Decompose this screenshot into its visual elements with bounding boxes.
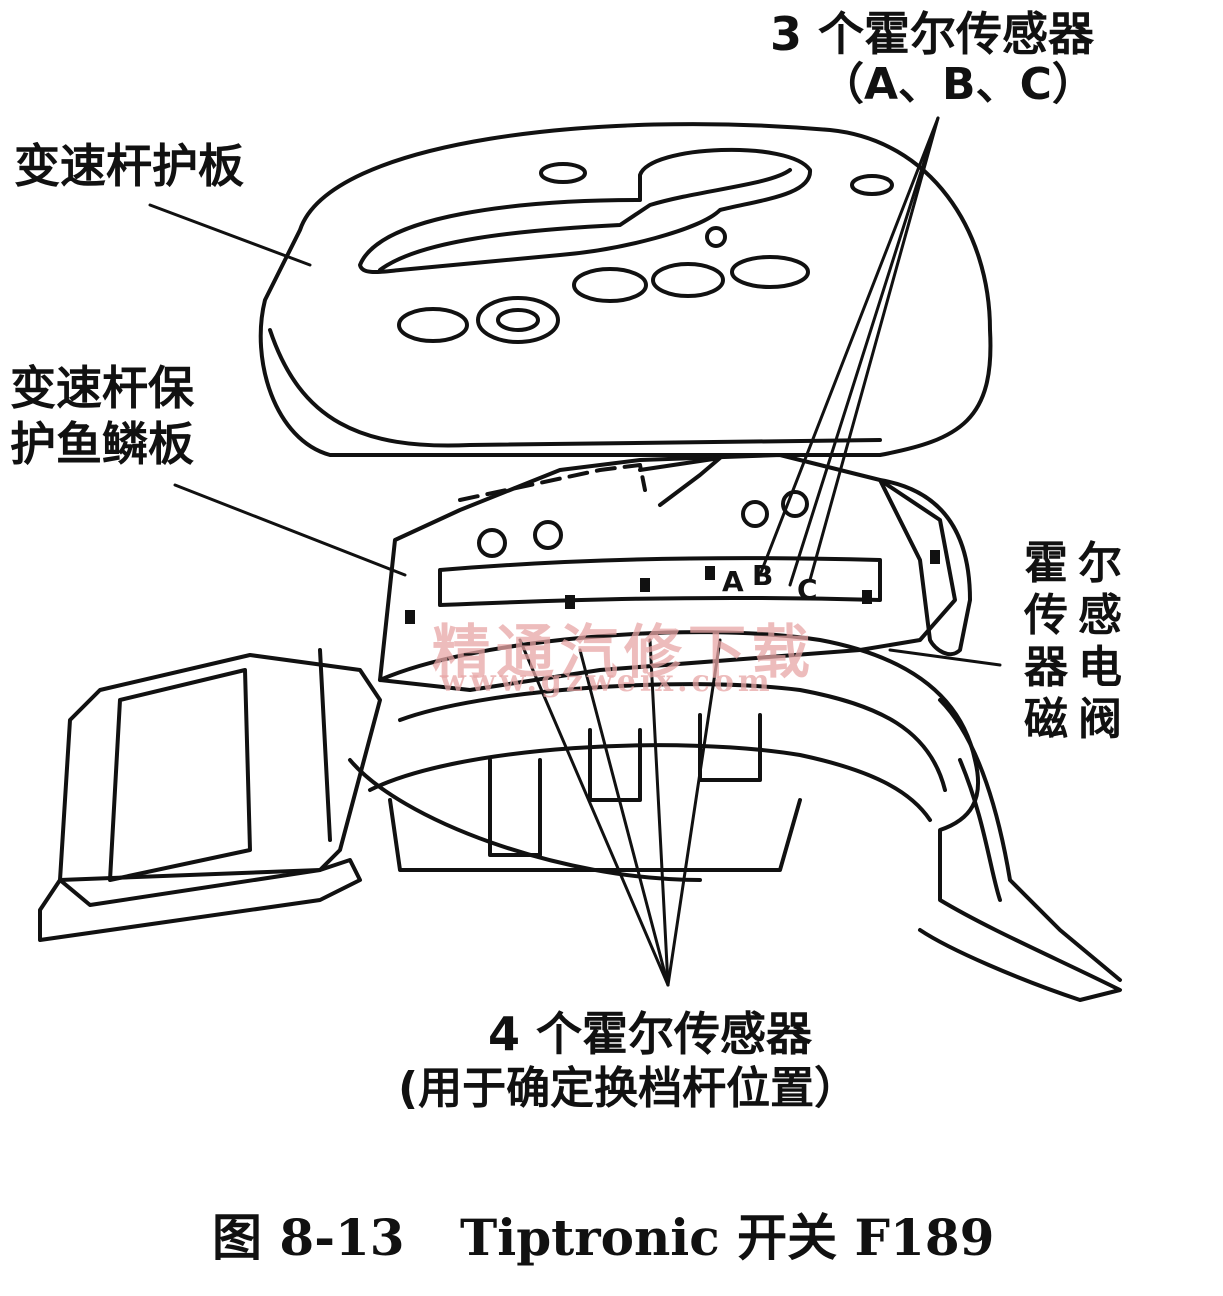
leader-hall4-2 xyxy=(578,648,670,987)
label-hall-solenoid-col1: 霍传器磁 xyxy=(1024,538,1068,745)
label-hall4-sub: (用于确定换档杆位置） xyxy=(398,1063,859,1114)
cover-plate-slot-inner xyxy=(378,168,792,272)
sensor-dot-1 xyxy=(405,610,415,624)
leader-hall4-4 xyxy=(666,638,722,987)
leader-hall3-c xyxy=(808,116,940,582)
leader-guard-plate xyxy=(173,483,407,577)
right-arm-inner xyxy=(958,758,1002,902)
label-hall3-title: 3 个霍尔传感器 xyxy=(770,7,1095,61)
guard-hole-3 xyxy=(741,500,769,528)
cover-plate-outline xyxy=(258,122,993,457)
watermark-url: www.gzweix.com xyxy=(440,664,774,699)
guard-slot xyxy=(438,556,882,607)
cover-hole-3 xyxy=(496,308,540,332)
cover-hole-8 xyxy=(850,174,894,196)
figure-title: Tiptronic 开关 F189 xyxy=(460,1208,995,1267)
guard-plate-outline xyxy=(378,453,957,692)
cover-hole-4 xyxy=(572,267,648,303)
left-housing xyxy=(58,653,382,907)
guard-plate-dash xyxy=(458,463,647,502)
cover-hole-6 xyxy=(730,255,810,289)
guard-hole-1 xyxy=(477,528,507,558)
sensor-label-c: C xyxy=(797,573,818,606)
sensor-dot-6 xyxy=(930,550,940,564)
left-housing-cable xyxy=(348,758,702,882)
base-curve-outer xyxy=(378,630,1122,1002)
left-housing-panel xyxy=(108,668,252,882)
cover-hole-7 xyxy=(539,162,587,184)
label-guard-line1: 变速杆保 xyxy=(10,361,194,415)
sensor-dot-2 xyxy=(565,595,575,609)
sensor-dot-3 xyxy=(640,578,650,592)
label-hall3-sub: （A、B、C） xyxy=(820,59,1096,110)
cover-hole-2 xyxy=(476,296,560,344)
label-cover-plate: 变速杆护板 xyxy=(14,139,244,193)
guard-hole-4 xyxy=(781,490,809,518)
base-lower xyxy=(388,798,802,872)
leader-hall3-a xyxy=(758,116,940,577)
right-bracket xyxy=(878,478,972,657)
cover-hole-9 xyxy=(705,226,727,248)
guard-hole-2 xyxy=(533,520,563,550)
leader-hall4-3 xyxy=(648,638,670,987)
label-hall-solenoid-col2: 尔感电阀 xyxy=(1078,538,1122,745)
base-box-2 xyxy=(588,728,642,802)
leader-hall4-1 xyxy=(518,638,670,987)
cover-plate-slot xyxy=(358,147,812,274)
cover-plate-edge xyxy=(268,328,882,448)
base-curve-mid xyxy=(368,743,932,822)
sensor-dot-5 xyxy=(862,590,872,604)
right-arm xyxy=(938,698,1122,982)
base-box-3 xyxy=(698,713,762,782)
label-guard-line2: 护鱼鳞板 xyxy=(10,417,194,471)
watermark-cn: 精通汽修下载 xyxy=(432,618,817,686)
sensor-label-a: A xyxy=(722,565,744,598)
figure-number: 图 8-13 xyxy=(212,1208,405,1267)
leader-hall3-b xyxy=(788,116,940,587)
cover-hole-5 xyxy=(651,262,725,298)
left-housing-front xyxy=(38,858,362,942)
left-housing-line xyxy=(318,648,332,842)
sensor-dot-4 xyxy=(705,566,715,580)
guard-plate-zig xyxy=(638,456,722,507)
cover-hole-1 xyxy=(397,307,469,343)
base-curve-inner xyxy=(398,682,947,792)
leader-solenoid xyxy=(888,648,1002,667)
base-box-1 xyxy=(488,758,542,857)
leader-cover-plate xyxy=(148,203,312,267)
sensor-label-b: B xyxy=(752,559,774,592)
label-hall4-title: 4 个霍尔传感器 xyxy=(488,1007,813,1061)
